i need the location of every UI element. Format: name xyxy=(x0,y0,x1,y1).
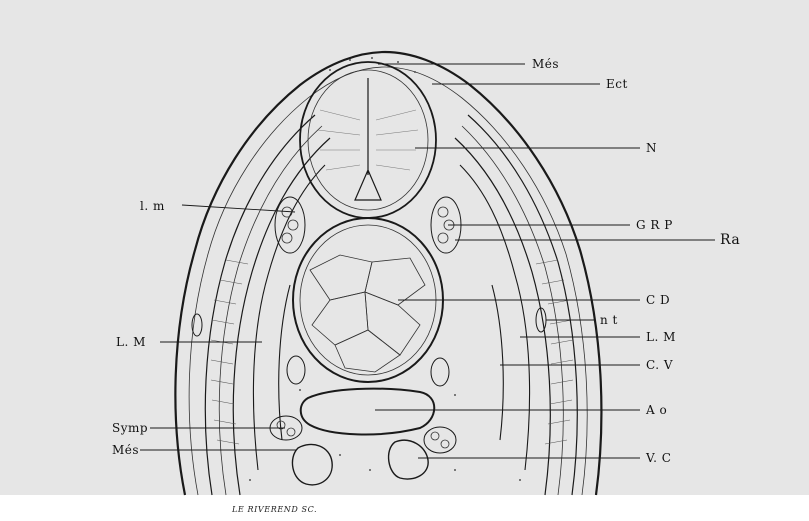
label-n: N xyxy=(646,141,657,155)
label-lm-right: L. M xyxy=(646,330,676,344)
left-myotome-outer xyxy=(253,165,325,470)
right-cardinal-vein xyxy=(389,440,429,479)
ectoderm-inner-outline xyxy=(189,67,587,495)
left-muscle-band-inner xyxy=(233,138,330,495)
label-lm-upper: l. m xyxy=(140,199,165,213)
label-mes-bottom: Més xyxy=(112,443,139,457)
left-small-vessel xyxy=(287,356,305,384)
label-cd: C D xyxy=(646,293,670,307)
left-muscle-band-outer xyxy=(205,115,315,495)
label-ao: A o xyxy=(645,403,667,417)
engraver-signature: LE RIVEREND SC. xyxy=(231,505,317,514)
left-spinal-ganglion xyxy=(275,197,305,253)
right-myotome-outer xyxy=(460,165,530,470)
notochord-cells xyxy=(310,255,425,372)
right-muscle-band-mid xyxy=(462,126,563,495)
label-grp: G R P xyxy=(636,218,673,232)
mesenchyme-speckle xyxy=(249,57,521,481)
right-myotome-inner xyxy=(492,285,503,440)
right-sympathetic-cluster xyxy=(424,427,456,453)
ectoderm-outline xyxy=(175,52,601,495)
label-nt: n t xyxy=(600,313,618,327)
label-ect: Ect xyxy=(606,77,628,91)
right-small-vessel xyxy=(431,358,449,386)
left-cardinal-vein xyxy=(292,444,332,484)
label-vc: V. C xyxy=(645,451,671,465)
left-muscle-band-mid xyxy=(219,126,322,495)
label-symp: Symp xyxy=(112,421,148,435)
aorta xyxy=(301,389,435,435)
label-cv: C. V xyxy=(646,358,673,372)
leader-lines xyxy=(140,64,715,458)
neural-canal xyxy=(355,78,381,200)
label-ra: Ra xyxy=(720,232,740,248)
label-mes-top: Més xyxy=(532,57,559,71)
label-lm-left: L. M xyxy=(116,335,146,349)
